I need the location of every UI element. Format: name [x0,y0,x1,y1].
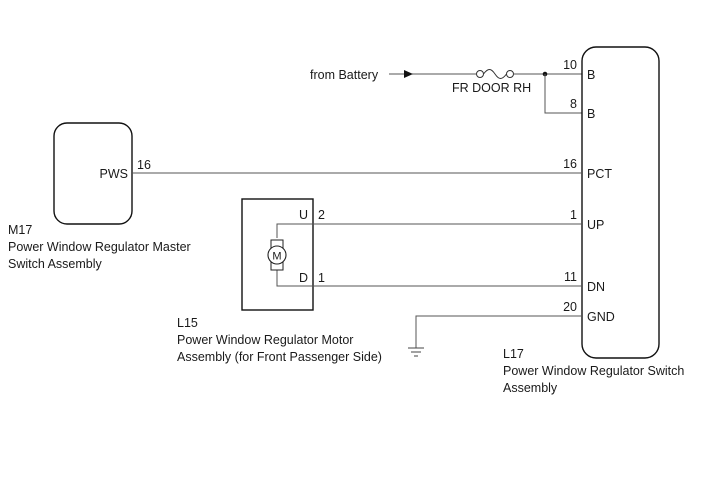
l15-name-line2: Assembly (for Front Passenger Side) [177,350,382,364]
l17-pin-label: GND [587,310,615,324]
l17-pin-number: 16 [563,157,577,171]
m17-name-line2: Switch Assembly [8,257,103,271]
l17-pin-number: 11 [564,270,577,284]
l17-name-line1: Power Window Regulator Switch [503,364,684,378]
l17-pin-number: 10 [563,58,577,72]
l17-pin-label: PCT [587,167,612,181]
m17-code: M17 [8,223,32,237]
battery-source-label: from Battery [310,68,379,82]
l17-switch-box [581,46,660,359]
b8-wire [544,74,582,114]
l17-pin-number: 1 [570,208,577,222]
l15-name-line1: Power Window Regulator Motor [177,333,353,347]
l15-pin-label: U [299,208,308,222]
arrow-icon [404,70,413,78]
gnd-wire [415,315,582,348]
l15-pin-number: 2 [318,208,325,222]
m17-pin-number: 16 [137,158,151,172]
l17-name-line2: Assembly [503,381,558,395]
motor-symbol: M [272,251,281,263]
l17-pin-number: 20 [563,300,577,314]
l15-pin-label: D [299,271,308,285]
fuse-icon [476,69,514,79]
motor-icon: M [267,239,287,271]
l17-pin-label: B [587,107,595,121]
m17-pin-label: PWS [100,167,128,181]
l15-pin-number: 1 [318,271,325,285]
dn-wire [276,270,582,287]
l15-code: L15 [177,316,198,330]
ground-icon [408,347,424,357]
l17-pin-label: DN [587,280,605,294]
l17-pin-label: UP [587,218,604,232]
l17-pin-number: 8 [570,97,577,111]
up-wire [276,223,582,238]
l17-code: L17 [503,347,524,361]
m17-name-line1: Power Window Regulator Master [8,240,191,254]
fuse-label: FR DOOR RH [452,81,531,95]
l17-pin-label: B [587,68,595,82]
